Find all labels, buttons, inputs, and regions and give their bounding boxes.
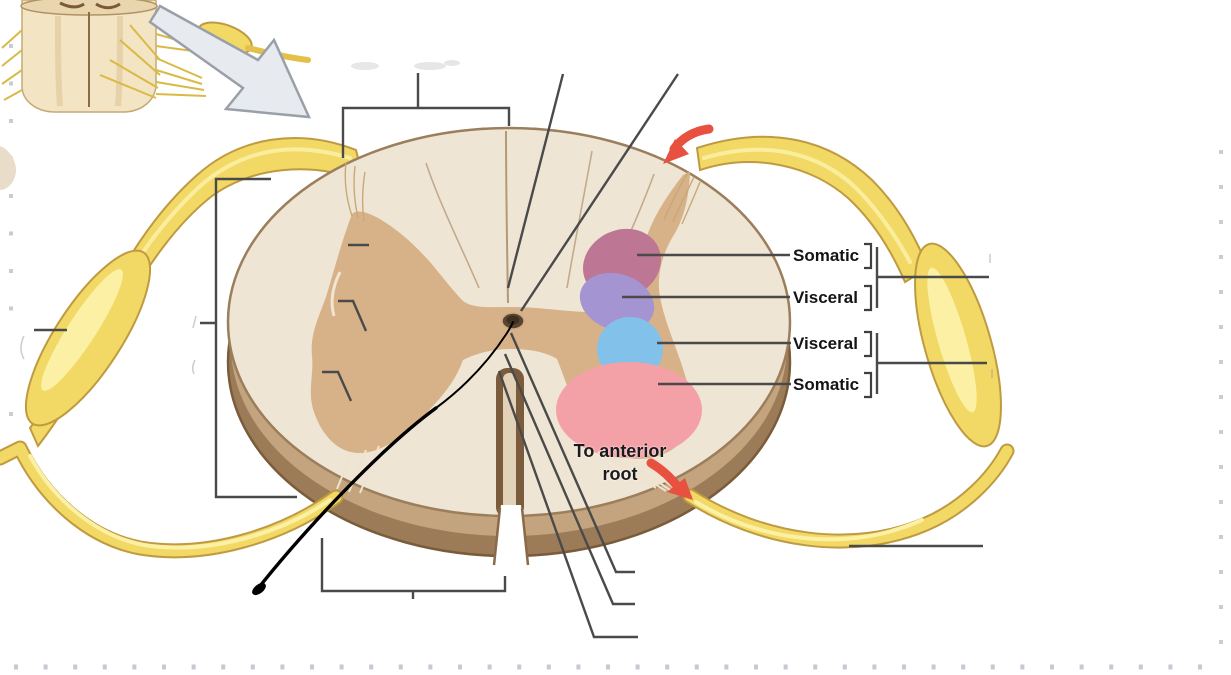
bracket-visceral-sensory bbox=[864, 284, 873, 312]
right-dorsal-root-highlight bbox=[702, 147, 912, 264]
fissure-leader-2 bbox=[503, 353, 635, 606]
inset-gray-matter-mark bbox=[59, 1, 121, 10]
bracket-visceral-motor bbox=[864, 330, 873, 358]
right-ventral-root bbox=[682, 443, 1015, 549]
dorsal-root-direction-arrow-icon bbox=[663, 124, 714, 164]
central-canal-lumen bbox=[506, 315, 520, 325]
nucleus-visceral-sensory bbox=[579, 272, 655, 332]
pen-annotation-line bbox=[252, 321, 514, 596]
septum-line bbox=[566, 150, 593, 289]
motor-group-connector bbox=[875, 333, 987, 394]
label-visceral-sensory: Visceral bbox=[793, 288, 858, 307]
septum-line bbox=[425, 162, 480, 289]
left-dorsal-fan bbox=[344, 161, 366, 222]
note-to-anterior-root-line1: To anterior bbox=[573, 441, 667, 461]
nucleus-somatic-motor bbox=[556, 362, 702, 458]
erased-label-remnant-right bbox=[989, 254, 993, 378]
posterior-sulcus-leader bbox=[506, 73, 565, 289]
sensory-group-connector bbox=[875, 247, 989, 308]
left-bracket-line bbox=[200, 177, 297, 499]
lateral-horn-leader bbox=[338, 299, 368, 332]
left-ganglion-highlight bbox=[41, 269, 123, 391]
note-to-anterior-root-line2: root bbox=[602, 464, 638, 484]
right-dorsal-fan bbox=[663, 171, 701, 225]
bracket-somatic-sensory bbox=[864, 242, 873, 270]
crop-ticks bbox=[0, 44, 1223, 670]
left-dorsal-root-band bbox=[28, 136, 366, 448]
right-ventral-fan bbox=[597, 451, 687, 498]
fissure-slit bbox=[503, 373, 516, 514]
label-somatic-motor: Somatic bbox=[793, 375, 860, 394]
label-somatic-sensory: Somatic bbox=[793, 246, 860, 265]
posterior-median-sulcus bbox=[505, 130, 509, 304]
inset-column-shading bbox=[55, 15, 123, 107]
left-ventral-root-highlight bbox=[28, 454, 332, 550]
fissure-leader-1 bbox=[509, 332, 635, 574]
right-ganglion-highlight bbox=[927, 267, 977, 413]
fissure-leader-3 bbox=[497, 370, 638, 639]
fissure-gap bbox=[492, 505, 530, 575]
right-ventral-root-highlight bbox=[694, 500, 924, 542]
right-dorsal-root bbox=[695, 135, 1002, 448]
gray-matter bbox=[310, 172, 702, 459]
left-dorsal-root bbox=[24, 136, 366, 448]
label-visceral-motor: Visceral bbox=[793, 334, 858, 353]
erased-label-remnant-left bbox=[20, 315, 197, 375]
erased-label-remnant-top bbox=[351, 60, 460, 70]
bottom-bracket-line bbox=[320, 538, 507, 599]
edge-blob bbox=[0, 146, 16, 190]
ventral-root-direction-arrow-icon bbox=[646, 458, 693, 500]
gray-matter-highlight bbox=[330, 271, 342, 317]
fissure-gap-edges bbox=[492, 507, 530, 566]
central-canal-leader bbox=[519, 73, 680, 312]
gray-zoom-arrow-icon bbox=[148, 4, 312, 119]
anterior-horn-leader bbox=[322, 370, 353, 402]
top-bracket-line bbox=[341, 73, 511, 158]
left-ventral-root bbox=[0, 437, 344, 559]
rootlet-fans bbox=[336, 161, 701, 498]
label-lines bbox=[20, 60, 993, 639]
bracket-somatic-motor bbox=[864, 371, 873, 399]
pen-blob-end bbox=[252, 582, 266, 596]
